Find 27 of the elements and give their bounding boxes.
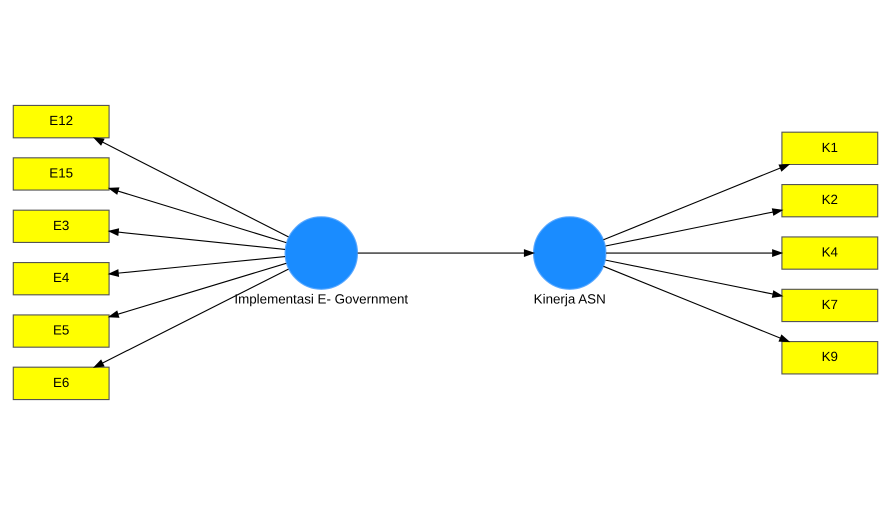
node-box: E12 bbox=[12, 104, 110, 138]
arrow bbox=[108, 187, 286, 244]
arrow bbox=[92, 268, 289, 368]
node-box: E4 bbox=[12, 262, 110, 296]
node-box: K4 bbox=[781, 236, 878, 270]
node-box: E15 bbox=[12, 157, 110, 191]
node-circle bbox=[532, 216, 606, 290]
node-circle bbox=[284, 216, 358, 290]
node-box: K7 bbox=[781, 288, 878, 322]
node-box: E5 bbox=[12, 314, 110, 348]
arrow bbox=[603, 164, 790, 240]
arrow bbox=[605, 260, 784, 298]
arrow bbox=[358, 249, 536, 257]
arrow bbox=[108, 228, 286, 250]
node-box: K9 bbox=[781, 341, 878, 374]
arrow bbox=[108, 262, 286, 318]
arrow bbox=[108, 256, 286, 277]
node-label: Implementasi E- Government bbox=[234, 291, 408, 306]
arrow bbox=[92, 137, 289, 238]
node-box: K2 bbox=[781, 184, 878, 218]
node-box: K1 bbox=[781, 132, 878, 166]
arrow bbox=[605, 208, 784, 247]
arrow bbox=[606, 249, 784, 257]
arrow bbox=[603, 266, 790, 342]
node-box: E6 bbox=[12, 366, 110, 400]
node-label: Kinerja ASN bbox=[534, 291, 606, 306]
node-box: E3 bbox=[12, 210, 110, 244]
